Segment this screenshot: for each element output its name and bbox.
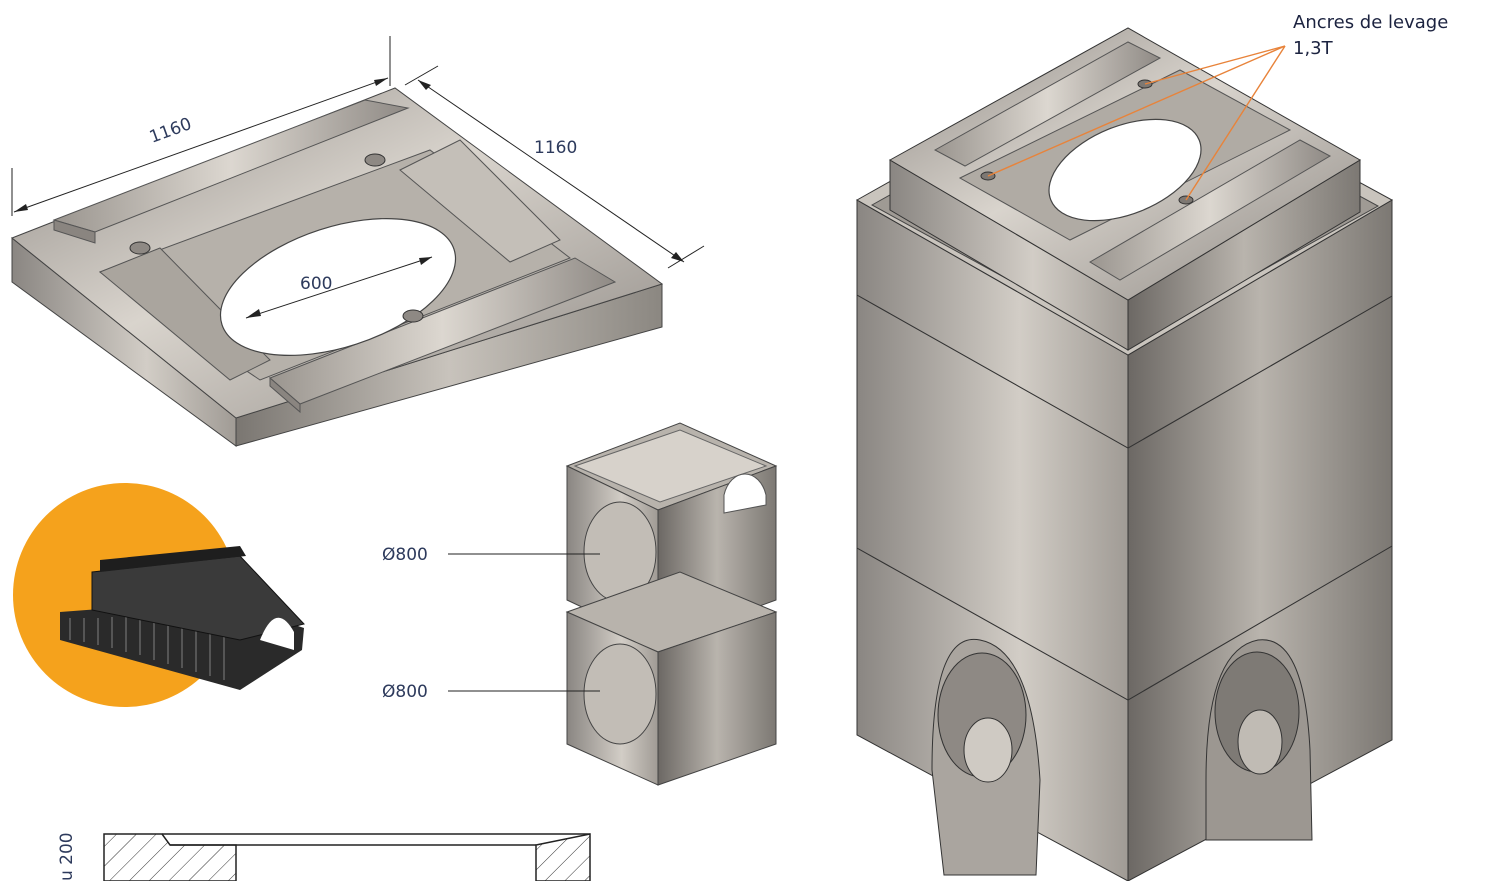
assembled-chamber bbox=[855, 27, 1394, 881]
anchor-callout-line2: 1,3T bbox=[1293, 38, 1334, 59]
cover-slab bbox=[11, 87, 664, 447]
pipe-lower-label: Ø800 bbox=[382, 682, 428, 702]
pipe-upper-label: Ø800 bbox=[382, 545, 428, 565]
section-view bbox=[103, 833, 591, 881]
dimension-lines bbox=[11, 36, 705, 319]
pipe-leader-lines bbox=[448, 553, 600, 692]
anchor-callout-line1: Ancres de levage bbox=[1293, 12, 1448, 33]
section-height-label: u 200 bbox=[57, 832, 77, 881]
opening-diameter-label: 600 bbox=[300, 274, 332, 294]
slab-width-label: 1160 bbox=[147, 114, 194, 148]
arrowheads bbox=[14, 78, 684, 318]
anchor-leader-lines bbox=[987, 45, 1286, 201]
grating-badge bbox=[13, 483, 305, 707]
stacked-chambers bbox=[565, 422, 778, 786]
slab-depth-label: 1160 bbox=[534, 138, 577, 158]
